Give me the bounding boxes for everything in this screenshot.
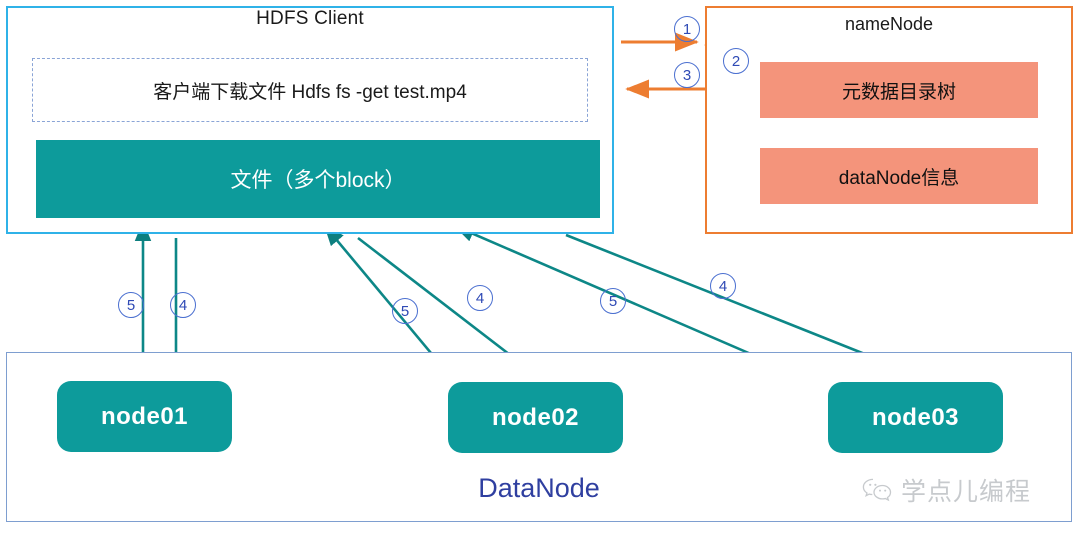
datanode-label: DataNode <box>478 473 600 503</box>
step-badge-1: 1 <box>674 16 700 42</box>
namenode-title: nameNode <box>844 14 934 34</box>
wechat-icon <box>862 478 892 502</box>
datanode-node02: node02 <box>448 382 623 453</box>
hdfs-client-title: HDFS Client <box>256 8 364 29</box>
step-badge-4-node02: 4 <box>467 285 493 311</box>
datanode-node03: node03 <box>828 382 1003 453</box>
step-badge-5-node03: 5 <box>600 288 626 314</box>
watermark: 学点儿编程 <box>862 470 1062 510</box>
datanode-node01: node01 <box>57 381 232 452</box>
client-command-box: 客户端下载文件 Hdfs fs -get test.mp4 <box>32 58 588 122</box>
step-badge-3: 3 <box>674 62 700 88</box>
client-command-text: 客户端下载文件 Hdfs fs -get test.mp4 <box>153 81 467 103</box>
step-badge-4-node01: 4 <box>170 292 196 318</box>
watermark-text: 学点儿编程 <box>901 477 1032 506</box>
step-badge-5-node01: 5 <box>118 292 144 318</box>
namenode-item-metadata-tree: 元数据目录树 <box>760 62 1038 118</box>
file-block-label: 文件（多个block） <box>230 169 406 192</box>
namenode-item-datanode-info: dataNode信息 <box>760 148 1038 204</box>
step-badge-5-node02: 5 <box>392 298 418 324</box>
step-badge-2: 2 <box>723 48 749 74</box>
file-block: 文件（多个block） <box>36 140 600 218</box>
step-badge-4-node03: 4 <box>710 273 736 299</box>
